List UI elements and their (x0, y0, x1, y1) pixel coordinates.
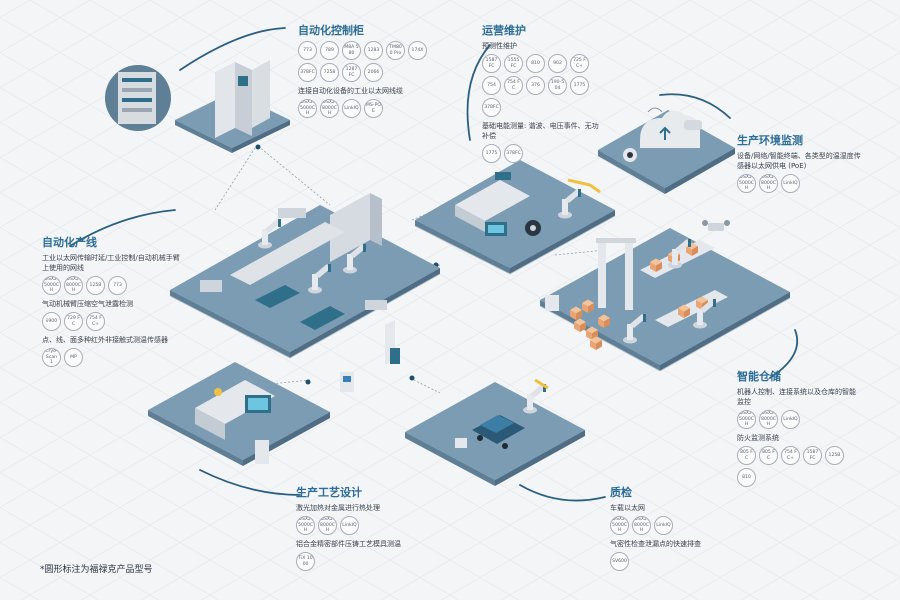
product-model-chip: 125B (86, 276, 105, 295)
section-title: 质检 (610, 486, 632, 499)
product-model-chip: 125B (825, 446, 844, 465)
product-model-chip: Cryo-Scan 1 (42, 348, 61, 367)
product-model-chip: DSX2-5000CH (298, 99, 317, 118)
product-model-chip: 773 (298, 41, 317, 60)
section-desc: 激光加热对金属进行热处理 (296, 504, 380, 512)
chip-group: SV600 (610, 552, 735, 571)
product-model-chip: 1775 (570, 76, 589, 95)
product-model-chip: 378FC (482, 98, 501, 117)
section-title: 运营维护 (482, 24, 526, 37)
section-desc: 车载以太网 (610, 504, 645, 512)
section-desc: 铝合金精密部件压铸工艺模具测温 (296, 540, 401, 548)
section-desc: 基础电能测量: 谐波、电压事件、无功补偿 (482, 122, 599, 140)
product-model-chip: 754 FC (504, 76, 523, 95)
product-model-chip: TM800 Pro (386, 41, 405, 60)
product-model-chip: 754 (482, 76, 501, 95)
product-model-chip: DSX2-8000CH (318, 516, 337, 535)
product-model-chip: LinkIQ (781, 174, 800, 193)
section-title: 生产环境监测 (737, 134, 803, 147)
product-model-chip: ii900 (42, 312, 61, 331)
product-model-chip: 729 FC (64, 312, 83, 331)
product-model-chip: DSX2-8000CH (320, 99, 339, 118)
section-desc: 工业以太网传输时延/工业控制/自动机械手臂上使用的网线 (42, 254, 180, 272)
product-model-chip: DSX2-5000CH (737, 174, 756, 193)
section-title: 自动化产线 (42, 236, 97, 249)
product-model-chip: DSX2-5000CH (610, 516, 629, 535)
product-model-chip: 378FC (298, 63, 317, 82)
product-model-chip: 1775 (482, 144, 501, 163)
product-model-chip: LinkIQ (654, 516, 673, 535)
section-desc: 连接自动化设备的工业以太网线缆 (298, 87, 403, 95)
section-line: 自动化产线 工业以太网传输时延/工业控制/自动机械手臂上使用的网线 DSX2-5… (42, 234, 182, 371)
section-title: 自动化控制柜 (298, 24, 364, 37)
product-model-chip: 1287 FC (342, 63, 361, 82)
section-desc: 防火监测系统 (737, 434, 779, 442)
product-model-chip: 376 (526, 76, 545, 95)
product-model-chip: SV600 (610, 552, 629, 571)
product-model-chip: 754 FC+ (781, 446, 800, 465)
product-model-chip: 378FC (504, 144, 523, 163)
product-model-chip: 902 (548, 54, 567, 73)
section-env: 生产环境监测 设备/网络/智能终端、各类型的温湿度传感器以太网供电 (PoE) … (737, 132, 862, 197)
product-model-chip: MS-POE (364, 99, 383, 118)
product-model-chip: 810 (526, 54, 545, 73)
product-model-chip: 810 (737, 468, 756, 487)
product-model-chip: TiX 1000 (296, 552, 315, 571)
product-model-chip: 190-504 (548, 76, 567, 95)
product-model-chip: DSX2-5000CH (737, 410, 756, 429)
product-model-chip: 1555 FC (504, 54, 523, 73)
product-model-chip: 773 (108, 276, 127, 295)
product-model-chip: 805 FC (737, 446, 756, 465)
product-model-chip: 805 FC (759, 446, 778, 465)
section-desc: 设备/网络/智能终端、各类型的温湿度传感器以太网供电 (PoE) (737, 152, 861, 170)
product-model-chip: LinkIQ (342, 99, 361, 118)
section-desc: 机器人控制、连接系统以及仓库的智能监控 (737, 388, 856, 406)
chip-group: TiX 1000 (296, 552, 431, 571)
product-model-chip: 2066 (364, 63, 383, 82)
section-title: 生产工艺设计 (296, 486, 362, 499)
section-title: 智能仓储 (737, 370, 781, 383)
product-model-chip: DSX2-5000CH (296, 516, 315, 535)
product-model-chip: 7258 (320, 63, 339, 82)
product-model-chip: 789 (320, 41, 339, 60)
product-model-chip: 1283 (364, 41, 383, 60)
footnote: *圆形标注为福禄克产品型号 (40, 565, 153, 575)
product-model-chip: LinkIQ (781, 410, 800, 429)
product-model-chip: 754 FC+ (86, 312, 105, 331)
product-model-chip: 725 FC+ (570, 54, 589, 73)
section-desc: 点、线、面多种红外非接触式测温传感器 (42, 336, 168, 344)
section-desc: 预测性维护 (482, 42, 517, 50)
section-desc: 气密性检查泄漏点的快速排查 (610, 540, 701, 548)
product-model-chip: DSX2-8000CH (759, 174, 778, 193)
product-model-chip: DSX2-8000CH (64, 276, 83, 295)
product-model-chip: MP (64, 348, 83, 367)
product-model-chip: M8A 580 (342, 41, 361, 60)
product-model-chip: 174X (408, 41, 427, 60)
product-model-chip: DSX2-8000CH (759, 410, 778, 429)
product-model-chip: DSX2-8000CH (632, 516, 651, 535)
product-model-chip: LinkIQ (340, 516, 359, 535)
section-desc: 气动机械臂压缩空气泄露检测 (42, 300, 133, 308)
product-model-chip: DSX2-5000CH (42, 276, 61, 295)
product-model-chip: 1587 FC (482, 54, 501, 73)
product-model-chip: 1587 FC (803, 446, 822, 465)
